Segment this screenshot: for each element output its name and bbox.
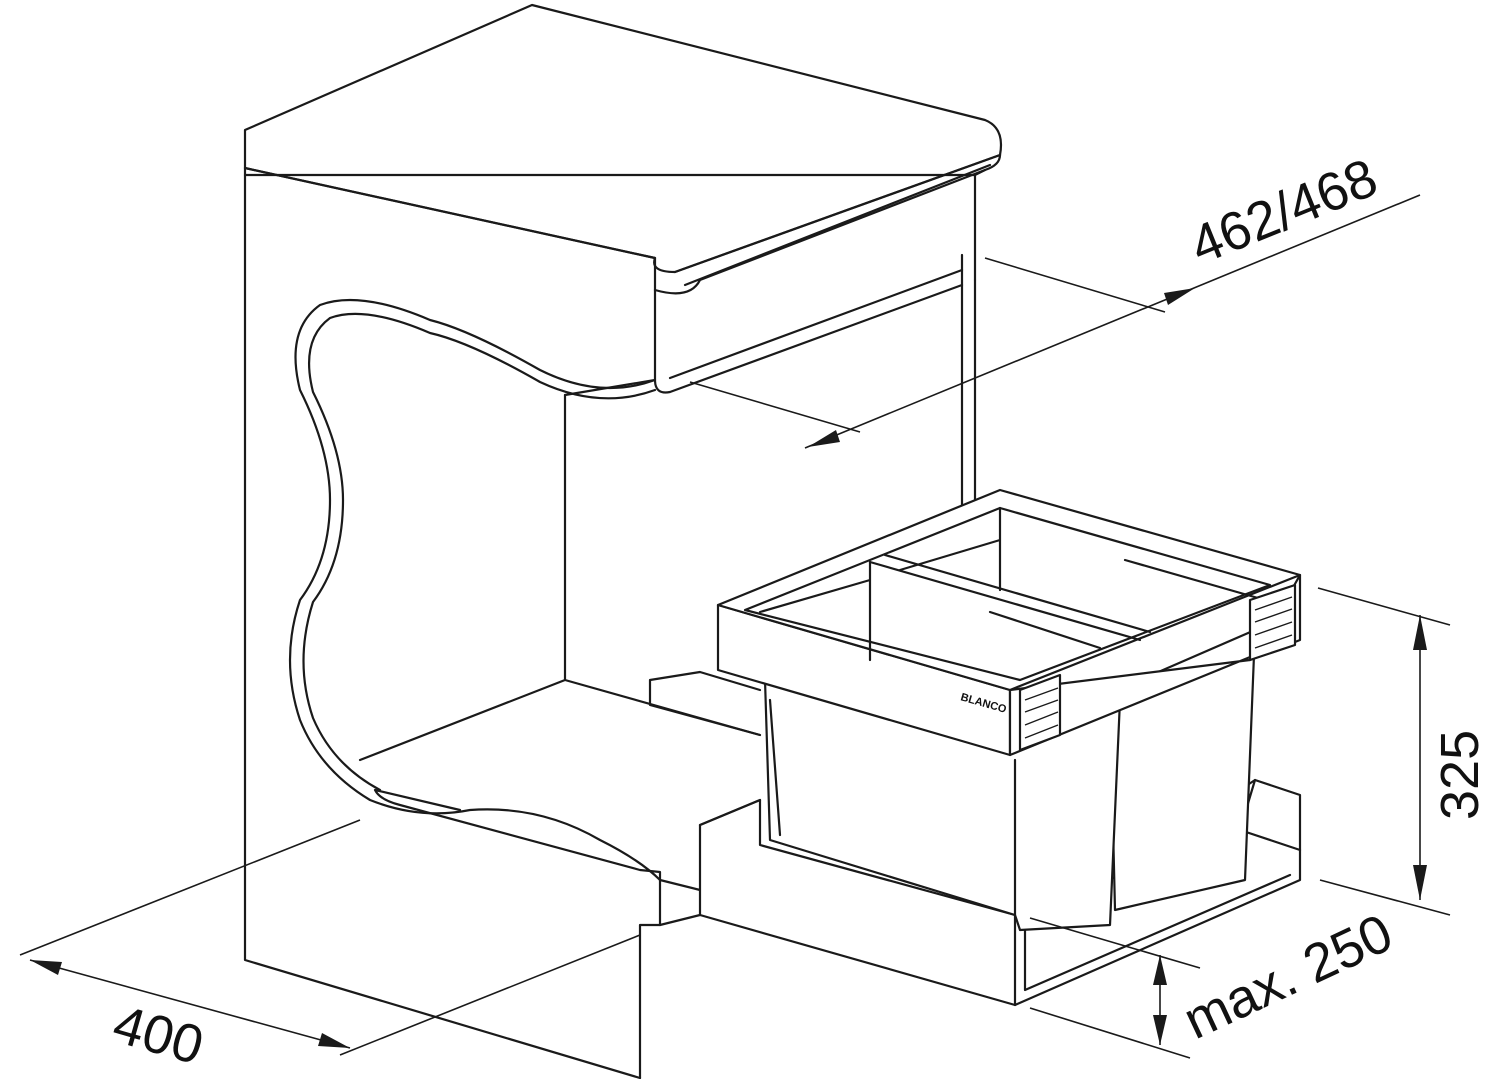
width-dimension-line bbox=[29, 959, 351, 1049]
rear-runner bbox=[648, 670, 762, 737]
height-extension-top bbox=[1317, 587, 1451, 626]
depth-extension-top bbox=[984, 257, 1166, 313]
side-handle bbox=[1248, 583, 1297, 662]
cabinet-base bbox=[373, 788, 662, 1079]
front-handle-detail bbox=[1024, 687, 1059, 739]
dimension-width: 400 bbox=[19, 819, 641, 1077]
cabinet-left-side-inner bbox=[243, 168, 987, 282]
cutaway-edge-inner bbox=[302, 312, 657, 792]
depth-extension-bottom bbox=[689, 381, 861, 433]
front-bin-edge bbox=[768, 698, 1017, 917]
height-label: 325 bbox=[1430, 730, 1490, 820]
height-extension-bottom bbox=[1319, 879, 1451, 916]
depth-arrow-bottom bbox=[808, 430, 840, 447]
depth-arrow-top bbox=[1164, 288, 1195, 305]
top-rail bbox=[563, 268, 964, 397]
depth-label: 462/468 bbox=[1182, 147, 1385, 276]
cabinet bbox=[243, 3, 1003, 1079]
cutaway-edge bbox=[288, 298, 662, 882]
base-tray-inner bbox=[698, 778, 1302, 1007]
width-arrow-right bbox=[318, 1033, 350, 1048]
cabinet-inner-back bbox=[358, 393, 762, 762]
height-arrow-top bbox=[1413, 615, 1427, 650]
plinth-extension-bottom bbox=[1029, 1007, 1191, 1059]
width-extension-right bbox=[339, 934, 641, 1056]
width-label: 400 bbox=[107, 994, 210, 1077]
cabinet-right-side bbox=[960, 253, 977, 507]
frame-divider bbox=[868, 553, 1267, 650]
height-arrow-bottom bbox=[1413, 865, 1427, 900]
plinth-extension-top bbox=[1029, 917, 1201, 969]
dimension-height: 325 bbox=[1317, 587, 1490, 916]
frame-opening bbox=[743, 506, 1272, 682]
cabinet-base-front bbox=[658, 878, 702, 927]
width-extension-left bbox=[19, 819, 361, 956]
width-arrow-left bbox=[30, 960, 62, 975]
worktop-nosing bbox=[653, 153, 1002, 295]
pull-out-bin-system: BLANCO bbox=[698, 488, 1302, 1007]
worktop-front-edge bbox=[243, 153, 1002, 292]
worktop-top bbox=[243, 3, 1003, 274]
plinth-arrow-top bbox=[1153, 955, 1167, 985]
plinth-arrow-bottom bbox=[1153, 1015, 1167, 1045]
cabinet-left-side bbox=[243, 166, 642, 1079]
side-handle-detail bbox=[1254, 596, 1293, 649]
front-handle bbox=[1018, 673, 1062, 752]
bin-interior-lines bbox=[758, 506, 1002, 662]
depth-dimension-line bbox=[804, 194, 1421, 449]
plinth-label: max. 250 bbox=[1175, 903, 1402, 1051]
